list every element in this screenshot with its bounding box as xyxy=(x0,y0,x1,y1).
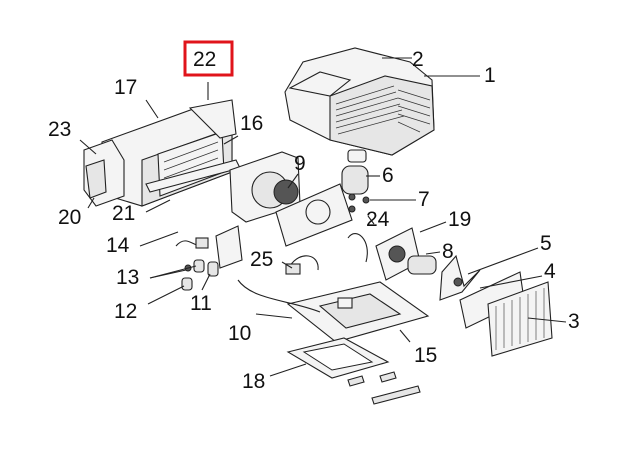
shroud-assembly xyxy=(284,47,435,156)
callout-16: 16 xyxy=(240,112,263,135)
callout-20: 20 xyxy=(58,206,81,229)
small-parts xyxy=(175,225,368,313)
motor-assembly xyxy=(375,227,481,301)
blower-assembly xyxy=(229,151,353,247)
callout-17: 17 xyxy=(114,76,137,99)
callout-21: 21 xyxy=(112,202,135,225)
leader-lines xyxy=(79,57,567,377)
condenser-assembly xyxy=(459,271,553,357)
callout-24: 24 xyxy=(366,208,390,231)
callout-6: 6 xyxy=(382,164,394,187)
callout-18: 18 xyxy=(242,370,265,393)
callout-4: 4 xyxy=(544,260,556,283)
callout-1: 1 xyxy=(484,64,496,87)
callout-12: 12 xyxy=(114,300,137,323)
callout-22: 22 xyxy=(193,48,216,71)
callout-3: 3 xyxy=(568,310,580,333)
callout-23: 23 xyxy=(48,118,71,141)
callout-7: 7 xyxy=(418,188,430,211)
compressor-assembly xyxy=(341,149,370,213)
callout-8: 8 xyxy=(442,240,454,263)
callout-11: 11 xyxy=(190,292,212,315)
callout-14: 14 xyxy=(106,234,130,257)
callout-2: 2 xyxy=(412,48,424,71)
callout-10: 10 xyxy=(228,322,251,345)
callout-13: 13 xyxy=(116,266,139,289)
callout-19: 19 xyxy=(448,208,471,231)
evaporator-assembly xyxy=(83,99,241,207)
highlight-box xyxy=(183,40,234,77)
callout-15: 15 xyxy=(414,344,437,367)
callout-25: 25 xyxy=(250,248,273,271)
callout-9: 9 xyxy=(294,152,306,175)
gasket xyxy=(286,337,421,405)
callout-5: 5 xyxy=(540,232,552,255)
base-pan xyxy=(286,281,430,343)
callout-labels: 22 2 1 17 16 23 20 21 9 6 7 24 19 8 5 4 … xyxy=(48,48,580,393)
